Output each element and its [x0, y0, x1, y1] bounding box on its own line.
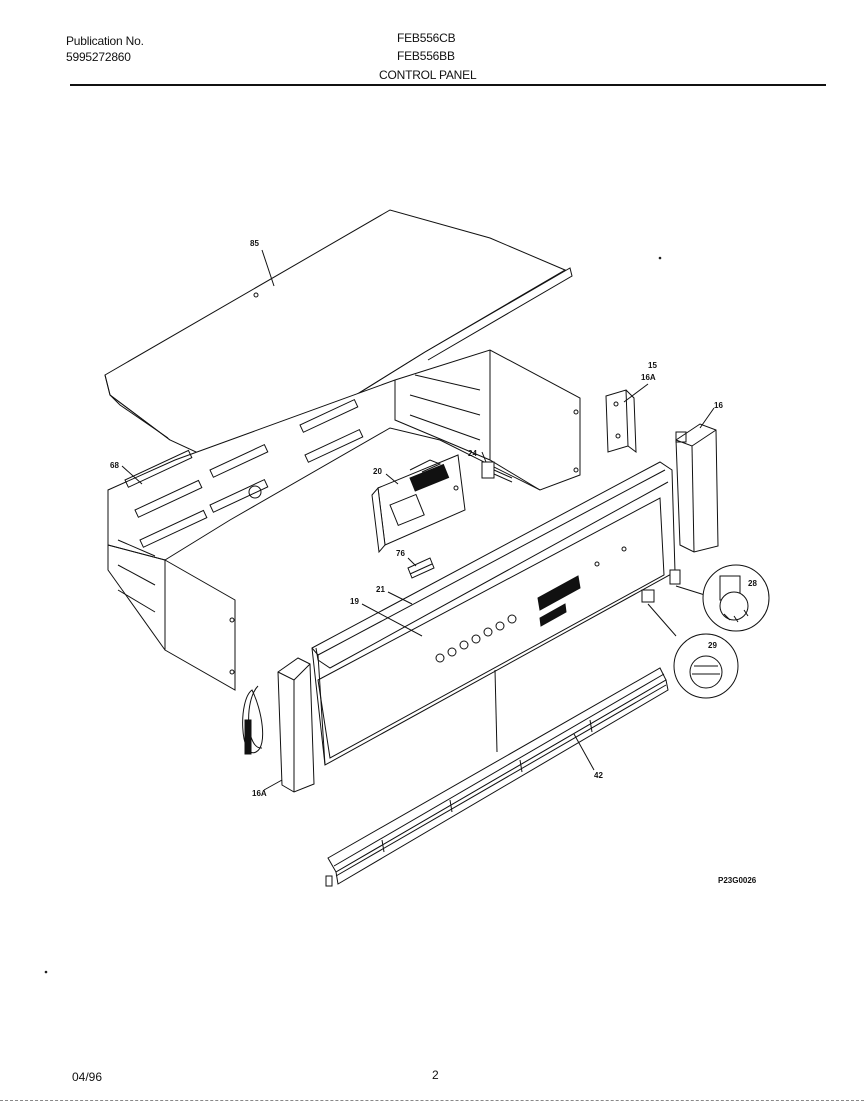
callout-24: 24: [468, 449, 477, 458]
part-21-trim: [315, 481, 669, 669]
touchpad-buttons: [435, 614, 517, 663]
part-19-control-panel: [311, 461, 676, 766]
callout-85: 85: [250, 239, 259, 248]
bottom-rule: [0, 1100, 864, 1101]
figure-code: P23G0026: [718, 876, 757, 885]
callout-15: 15: [648, 361, 657, 370]
callout-19: 19: [350, 597, 359, 606]
part-76-clip: [407, 557, 435, 579]
part-29-knob: [641, 589, 739, 699]
callout-16a-top: 16A: [641, 373, 656, 382]
section-title: CONTROL PANEL: [379, 68, 477, 82]
callout-76: 76: [396, 549, 405, 558]
callout-42: 42: [594, 771, 603, 780]
part-20-control-board: [371, 454, 466, 554]
callouts: 85 68 20 24 15 16A 16 76 21 19 28 29 16A…: [110, 239, 757, 798]
callout-21: 21: [376, 585, 385, 594]
part-15-bracket: [605, 389, 637, 454]
part-68-console-frame: [107, 349, 581, 691]
callout-16a-bottom: 16A: [252, 789, 267, 798]
publication-label: Publication No.: [66, 34, 144, 48]
callout-68: 68: [110, 461, 119, 470]
part-24-switch: [481, 461, 513, 483]
callout-16: 16: [714, 401, 723, 410]
model-number-2: FEB556BB: [397, 49, 455, 63]
leader-lines: [121, 249, 715, 791]
callout-28: 28: [748, 579, 757, 588]
callout-20: 20: [373, 467, 382, 476]
model-number-1: FEB556CB: [397, 31, 456, 45]
footer-date: 04/96: [72, 1070, 103, 1084]
part-28-knob: [669, 564, 770, 632]
part-16-right-end-cap: [675, 423, 719, 553]
part-16a-left-end-cap: [242, 657, 315, 793]
callout-29: 29: [708, 641, 717, 650]
part-42-vent-grille: [325, 667, 669, 887]
publication-number: 5995272860: [66, 50, 131, 64]
header-rule: [70, 84, 826, 86]
page-number: 2: [432, 1068, 439, 1082]
part-85-top-cover: [104, 209, 573, 471]
